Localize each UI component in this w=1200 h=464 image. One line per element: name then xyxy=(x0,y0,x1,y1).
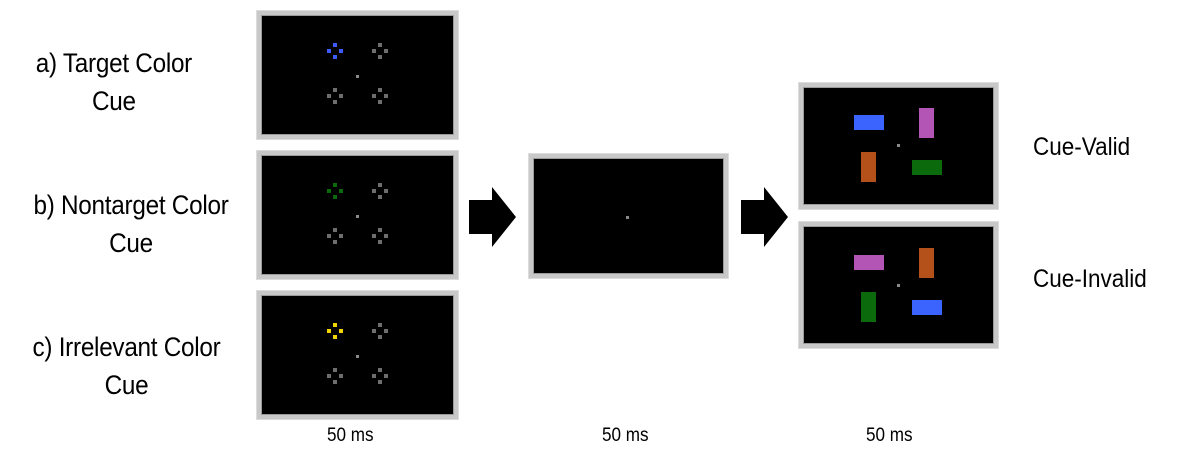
fixation-point xyxy=(356,75,359,78)
placeholder-dot xyxy=(378,335,382,339)
arrow-right-icon xyxy=(741,187,788,247)
placeholder-dot xyxy=(333,100,337,104)
label-irrelevant-color-cue: c) Irrelevant Color Cue xyxy=(14,328,239,404)
placeholder-dot xyxy=(339,374,343,378)
placeholder-dot xyxy=(378,228,382,232)
placeholder-dot xyxy=(327,374,331,378)
placeholder-dot xyxy=(378,323,382,327)
placeholder-dot xyxy=(372,329,376,333)
placeholder-dot xyxy=(372,189,376,193)
fixation-point xyxy=(356,215,359,218)
placeholder-dot xyxy=(378,183,382,187)
placeholder-dot xyxy=(333,240,337,244)
isi-blank-frame xyxy=(529,154,728,278)
placeholder-dot xyxy=(378,88,382,92)
target-rect-top-right xyxy=(919,248,934,278)
placeholder-dot xyxy=(333,380,337,384)
placeholder-dot xyxy=(378,368,382,372)
placeholder-dot xyxy=(384,234,388,238)
label-line: c) Irrelevant Color xyxy=(32,332,221,362)
target-rect-top-left xyxy=(854,115,884,130)
placeholder-dot xyxy=(339,234,343,238)
placeholder-dot xyxy=(339,49,343,53)
placeholder-dot xyxy=(327,234,331,238)
placeholder-dot xyxy=(378,380,382,384)
label-line: Cue xyxy=(104,370,149,400)
placeholder-dot xyxy=(384,374,388,378)
target-frame-cue-valid xyxy=(799,83,998,209)
placeholder-dot xyxy=(333,323,337,327)
placeholder-dot xyxy=(384,329,388,333)
label-nontarget-color-cue: b) Nontarget Color Cue xyxy=(14,186,248,262)
target-frame-cue-invalid xyxy=(799,222,998,348)
target-rect-bottom-right xyxy=(912,300,942,315)
placeholder-dot xyxy=(339,329,343,333)
placeholder-dot xyxy=(372,49,376,53)
placeholder-dot xyxy=(333,368,337,372)
fixation-point xyxy=(626,216,629,219)
placeholder-dot xyxy=(333,195,337,199)
cue-frame-nontarget-color xyxy=(257,151,458,279)
label-line: Cue xyxy=(109,228,153,258)
placeholder-dot xyxy=(384,189,388,193)
placeholder-dot xyxy=(378,100,382,104)
target-rect-bottom-left xyxy=(861,292,876,322)
label-cue-invalid: Cue-Invalid xyxy=(1033,265,1147,293)
placeholder-dot xyxy=(333,335,337,339)
placeholder-dot xyxy=(372,94,376,98)
cue-frame-target-color xyxy=(257,11,458,139)
target-rect-top-left xyxy=(854,255,884,270)
label-line: b) Nontarget Color xyxy=(33,190,229,220)
placeholder-dot xyxy=(384,94,388,98)
duration-label-cue: 50 ms xyxy=(327,425,374,446)
target-rect-top-right xyxy=(919,108,934,138)
arrow-right-icon xyxy=(469,187,516,247)
label-target-color-cue: a) Target Color Cue xyxy=(14,44,214,120)
label-line: a) Target Color xyxy=(35,48,193,78)
placeholder-dot xyxy=(333,43,337,47)
placeholder-dot xyxy=(378,240,382,244)
fixation-point xyxy=(897,284,900,287)
duration-label-isi: 50 ms xyxy=(602,425,649,446)
target-rect-bottom-right xyxy=(912,160,942,175)
placeholder-dot xyxy=(327,189,331,193)
placeholder-dot xyxy=(333,55,337,59)
placeholder-dot xyxy=(333,88,337,92)
placeholder-dot xyxy=(327,94,331,98)
placeholder-dot xyxy=(327,329,331,333)
placeholder-dot xyxy=(372,234,376,238)
duration-label-target: 50 ms xyxy=(866,425,913,446)
placeholder-dot xyxy=(378,43,382,47)
target-rect-bottom-left xyxy=(861,152,876,182)
placeholder-dot xyxy=(378,55,382,59)
placeholder-dot xyxy=(339,94,343,98)
label-cue-valid: Cue-Valid xyxy=(1033,133,1131,161)
placeholder-dot xyxy=(384,49,388,53)
placeholder-dot xyxy=(372,374,376,378)
fixation-point xyxy=(356,355,359,358)
placeholder-dot xyxy=(333,183,337,187)
cue-frame-irrelevant-color xyxy=(257,291,458,419)
label-line: Cue xyxy=(92,86,136,116)
placeholder-dot xyxy=(339,189,343,193)
placeholder-dot xyxy=(327,49,331,53)
placeholder-dot xyxy=(378,195,382,199)
placeholder-dot xyxy=(333,228,337,232)
fixation-point xyxy=(897,144,900,147)
